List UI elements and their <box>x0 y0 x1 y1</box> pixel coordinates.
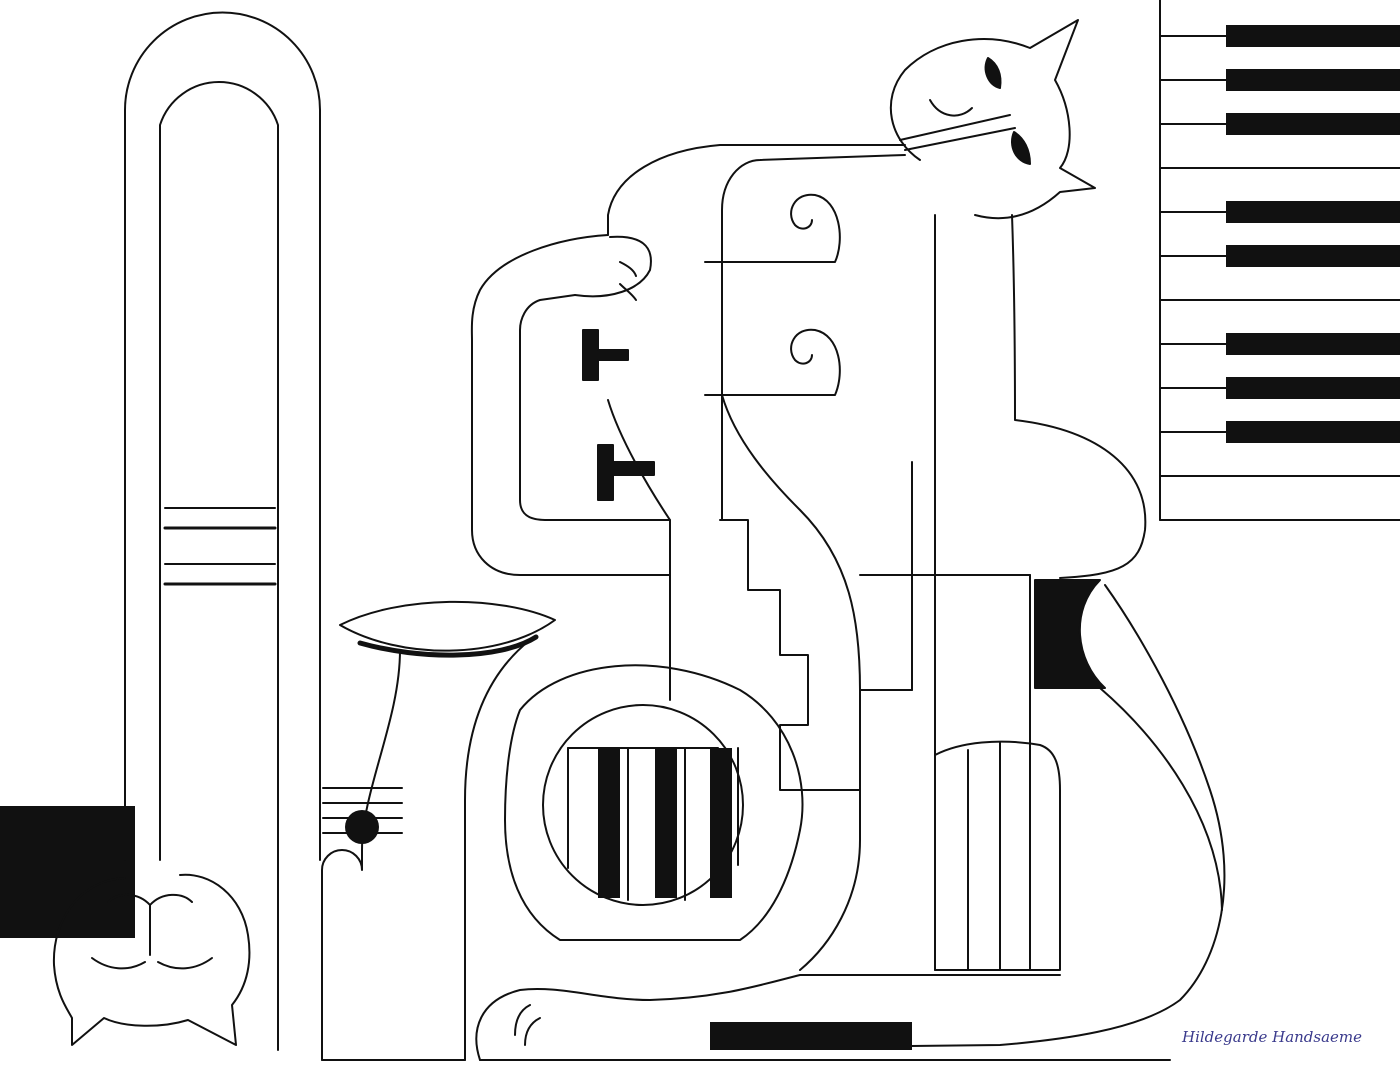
piano-black-key <box>1226 333 1400 355</box>
window-black-keys <box>598 748 732 898</box>
piano-black-key <box>1226 113 1400 135</box>
left-black-block <box>0 806 135 938</box>
artist-signature: Hildegarde Handsaeme <box>1182 1028 1363 1046</box>
piano-black-key <box>1226 201 1400 223</box>
window-black-key <box>710 748 732 898</box>
piano-black-key <box>1226 421 1400 443</box>
piano-black-key <box>1226 377 1400 399</box>
trombone-tube <box>124 11 321 1051</box>
small-cat <box>52 873 251 1046</box>
big-cat-body <box>470 19 1226 1061</box>
window-black-key <box>598 748 620 898</box>
window-black-key <box>655 748 677 898</box>
piano-keyboard <box>1159 0 1400 521</box>
piano-black-key <box>1226 25 1400 47</box>
piano-black-key <box>1226 245 1400 267</box>
piano-black-key <box>1226 69 1400 91</box>
keyboard-window <box>542 704 744 906</box>
tuba-horn <box>321 600 556 1061</box>
piano-black-keys <box>1226 25 1400 443</box>
